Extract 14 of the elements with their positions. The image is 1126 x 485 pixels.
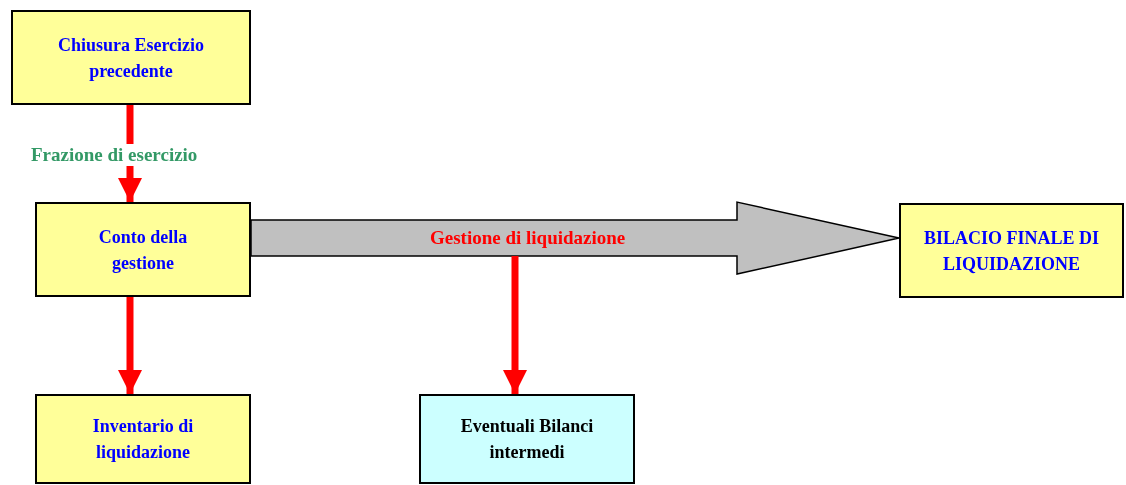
text-box	[35, 202, 251, 297]
box-label: BILACIO FINALE DI LIQUIDAZIONE	[922, 226, 1100, 276]
block-arrow	[250, 201, 900, 276]
text-box	[419, 394, 635, 484]
edge-label: Gestione di liquidazione	[429, 227, 627, 250]
arrow	[503, 256, 527, 394]
arrow	[118, 297, 142, 394]
box-label: Conto della gestione	[97, 225, 189, 275]
box-label: Inventario di liquidazione	[91, 415, 195, 464]
text-box	[899, 203, 1124, 298]
box-label: Eventuali Bilanci intermedi	[459, 415, 595, 464]
text-box	[35, 394, 251, 484]
text-box	[11, 10, 251, 105]
box-label: Chiusura Esercizio precedente	[56, 33, 206, 83]
